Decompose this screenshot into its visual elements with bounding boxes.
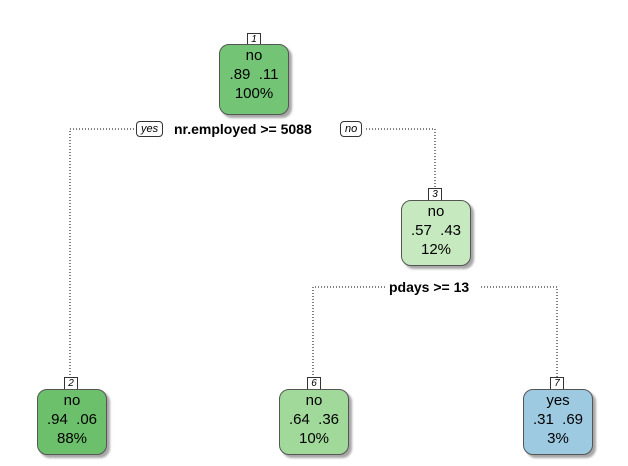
node-percent: 10% [298, 430, 330, 447]
node-probs: .31 .69 [532, 411, 584, 428]
node-probs: .64 .36 [288, 411, 340, 428]
node-class: yes [546, 392, 570, 409]
node-percent: 88% [56, 430, 88, 447]
node-probs: .57 .43 [410, 222, 462, 239]
split-label-root: nr.employed >= 5088 [172, 121, 314, 137]
node-class: no [305, 392, 323, 409]
edge-root-right [366, 128, 436, 188]
edge-n3-left [312, 286, 387, 378]
edge-n3-right [481, 286, 558, 378]
node-percent: 100% [234, 85, 274, 102]
tree-node-7: yes .31 .69 3% [523, 389, 593, 455]
node-probs: .94 .06 [46, 411, 98, 428]
no-branch-tag: no [340, 121, 363, 137]
tree-node-1: no .89 .11 100% [219, 44, 289, 115]
node-class: no [63, 392, 81, 409]
node-percent: 3% [547, 430, 569, 447]
edge-root-left [69, 128, 136, 378]
node-percent: 12% [420, 241, 452, 258]
yes-branch-tag: yes [136, 121, 164, 137]
tree-node-3: no .57 .43 12% [401, 200, 471, 266]
node-probs: .89 .11 [229, 66, 279, 83]
node-class: no [427, 203, 445, 220]
tree-node-6: no .64 .36 10% [279, 389, 349, 455]
tree-node-2: no .94 .06 88% [37, 389, 107, 455]
node-class: no [245, 47, 263, 64]
split-label-node3: pdays >= 13 [387, 279, 472, 295]
